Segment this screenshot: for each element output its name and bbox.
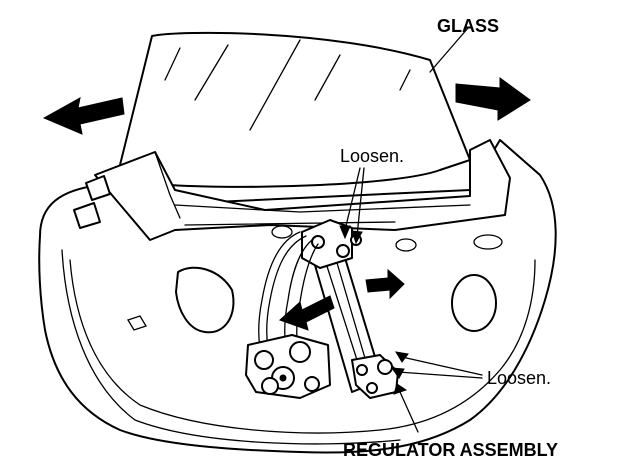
arrow-regulator-left [279,295,335,331]
regulator-assembly-label: REGULATOR ASSEMBLY [343,440,558,460]
loosen-label-right: Loosen. [487,368,551,388]
glass-label: GLASS [437,16,499,36]
regulator-assembly [245,219,399,399]
leader-lines [339,167,483,433]
arrow-right [455,77,531,121]
loosen-label-top: Loosen. [340,146,404,166]
arrow-regulator-right [365,268,405,300]
arrow-left [42,97,125,135]
door-belt-molding [73,139,511,241]
window-glass [119,27,471,188]
